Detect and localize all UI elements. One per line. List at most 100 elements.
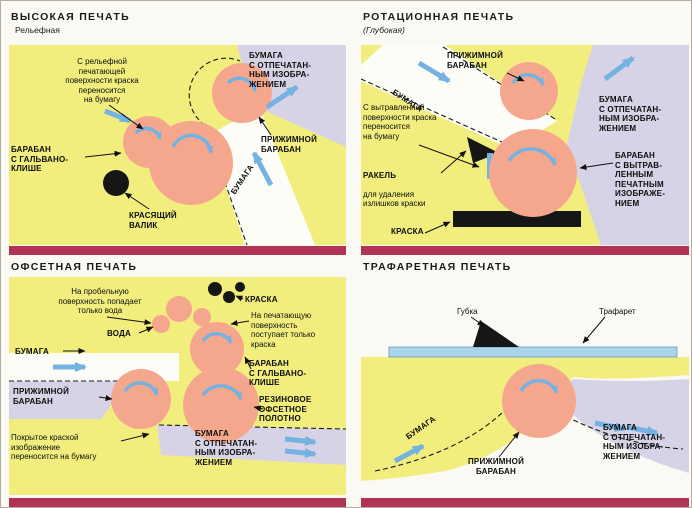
label-printed-paper: БУМАГА С ОТПЕЧАТАН- НЫМ ИЗОБРА- ЖЕНИЕМ — [195, 429, 258, 467]
label-squeegee: Губка — [457, 307, 478, 316]
panel-rotogravure: РОТАЦИОННАЯ ПЕЧАТЬ (Глубокая) ПРИЖИМНОЙ … — [361, 9, 689, 246]
blanket-drum-circle — [183, 367, 259, 443]
label-printed-paper: БУМАГА С ОТПЕЧАТАН- НЫМ ИЗОБРА- ЖЕНИЕМ — [603, 423, 666, 461]
label-doctor-blade-title: РАКЕЛЬ — [363, 170, 397, 180]
panel-title: РОТАЦИОННАЯ ПЕЧАТЬ — [363, 11, 515, 23]
label-pressure-drum: ПРИЖИМНОЙ БАРАБАН — [261, 135, 318, 154]
flow-arrow — [265, 84, 299, 110]
pointer-arrow — [258, 116, 272, 136]
pointer-arrow — [440, 150, 467, 174]
label-stencil: Трафарет — [599, 307, 636, 316]
panel-subtitle: Рельефная — [15, 25, 60, 35]
pointer-arrow — [230, 319, 250, 326]
printed-paper-region — [567, 45, 689, 245]
stencil-band — [388, 346, 678, 358]
plate-drum-circle — [149, 121, 233, 205]
rotation-arrow — [123, 381, 159, 396]
pointer-arrow — [424, 221, 451, 234]
rotogravure-diagram — [361, 45, 689, 245]
etched-drum-circle — [489, 129, 577, 217]
label-process-note: С вытравленной поверхности краска перено… — [363, 103, 437, 141]
label-ink-note: На печатающую поверхность поступает толь… — [251, 311, 316, 349]
panel-title: ТРАФАРЕТНАЯ ПЕЧАТЬ — [363, 261, 512, 273]
rotation-arrow — [134, 126, 162, 140]
pointer-arrow — [138, 326, 154, 334]
flow-arrow — [594, 420, 627, 432]
letterpress-diagram — [9, 45, 346, 245]
flow-arrow — [393, 443, 425, 464]
dashed-paper-edge — [558, 412, 684, 450]
label-transfer-note: Покрытое краской изображение переносится… — [11, 433, 97, 462]
label-process-note: С рельефной печатающей поверхности краск… — [65, 57, 139, 105]
pointer-arrow — [253, 405, 264, 412]
label-ink: КРАСКА — [245, 295, 278, 304]
ink-tray — [453, 211, 581, 227]
dashed-paper-edge — [361, 78, 514, 148]
flow-arrow — [603, 56, 635, 81]
rotation-arrow — [519, 378, 559, 394]
dashed-paper-edge — [442, 46, 556, 120]
divider-bar — [9, 498, 346, 507]
doctor-blade — [467, 137, 499, 163]
label-etched-drum: БАРАБАН С ВЫТРАВ- ЛЕННЫМ ПЕЧАТНЫМ ИЗОБРА… — [615, 151, 666, 208]
pointer-arrow — [84, 150, 122, 158]
panel-subtitle: (Глубокая) — [363, 25, 405, 35]
panel-screen: ТРАФАРЕТНАЯ ПЕЧАТЬ Губка Трафарет БУМАГА… — [361, 257, 689, 498]
ink-roller-circle — [193, 308, 211, 326]
divider-bar — [361, 498, 689, 507]
pointer-arrow — [506, 72, 525, 82]
rotation-arrow — [511, 73, 545, 86]
label-doctor-blade: РАКЕЛЬ для удаления излишков краски — [363, 161, 455, 219]
dashed-paper-edge — [374, 386, 526, 472]
pointer-arrow — [108, 104, 144, 130]
flow-arrow — [251, 151, 274, 187]
panel-title: ОФСЕТНАЯ ПЕЧАТЬ — [11, 261, 138, 273]
rotation-arrow — [201, 331, 233, 344]
label-printed-paper: БУМАГА С ОТПЕЧАТАН- НЫМ ИЗОБРА- ЖЕНИЕМ — [599, 95, 662, 133]
ink-dot — [223, 291, 235, 303]
label-blanket: РЕЗИНОВОЕ ОФСЕТНОЕ ПОЛОТНО — [259, 395, 312, 424]
flow-arrow — [417, 60, 451, 84]
water-roller-circle — [152, 315, 170, 333]
pressure-drum-circle — [111, 369, 171, 429]
pointer-arrow — [582, 316, 606, 344]
pressure-drum-circle — [502, 364, 576, 438]
label-plate-drum: БАРАБАН С ГАЛЬВАНО- КЛИШЕ — [249, 359, 307, 388]
dashed-paper-edge — [158, 424, 346, 430]
flow-arrow — [284, 436, 317, 446]
label-printed-paper: БУМАГА С ОТПЕЧАТАН- НЫМ ИЗОБРА- ЖЕНИЕМ — [249, 51, 312, 89]
label-water: ВОДА — [107, 329, 131, 338]
flow-arrow — [284, 448, 317, 458]
pointer-arrow — [120, 432, 150, 442]
panel-title: ВЫСОКАЯ ПЕЧАТЬ — [11, 11, 130, 23]
pressure-drum-circle — [212, 63, 272, 123]
screen-diagram — [361, 316, 689, 481]
rotation-arrow — [171, 133, 214, 154]
pointer-arrow — [244, 356, 252, 370]
pointer-arrow — [106, 316, 152, 326]
pointer-arrow — [579, 162, 614, 170]
label-ink-roller: КРАСЯЩИЙ ВАЛИК — [129, 211, 177, 230]
panel-letterpress: ВЫСОКАЯ ПЕЧАТЬ Рельефная С рельефной печ… — [9, 9, 346, 246]
ink-dot — [235, 282, 245, 292]
pointer-arrow — [98, 395, 113, 401]
label-pressure-drum: ПРИЖИМНОЙ БАРАБАН — [447, 51, 504, 70]
pressure-drum-circle — [500, 62, 558, 120]
dashed-paper-edge — [188, 57, 241, 130]
plate-drum-circle — [190, 322, 244, 376]
pointer-arrow — [498, 431, 520, 458]
pointer-arrow — [235, 295, 244, 302]
ink-roller-circle — [103, 170, 129, 196]
rotation-arrow — [507, 147, 557, 166]
flow-arrow — [104, 108, 132, 124]
rotation-arrow — [201, 384, 243, 400]
pointer-arrow — [418, 144, 480, 168]
paper-band — [209, 107, 315, 245]
label-pressure-drum: ПРИЖИМНОЙ БАРАБАН — [13, 387, 70, 406]
divider-bar — [361, 246, 689, 255]
panel-offset: ОФСЕТНАЯ ПЕЧАТЬ — [9, 257, 346, 498]
ink-dot — [208, 282, 222, 296]
rotation-arrow — [226, 76, 257, 92]
label-doctor-blade-note: для удаления излишков краски — [363, 189, 426, 209]
label-plate-drum: БАРАБАН С ГАЛЬВАНО- КЛИШЕ — [11, 145, 69, 174]
